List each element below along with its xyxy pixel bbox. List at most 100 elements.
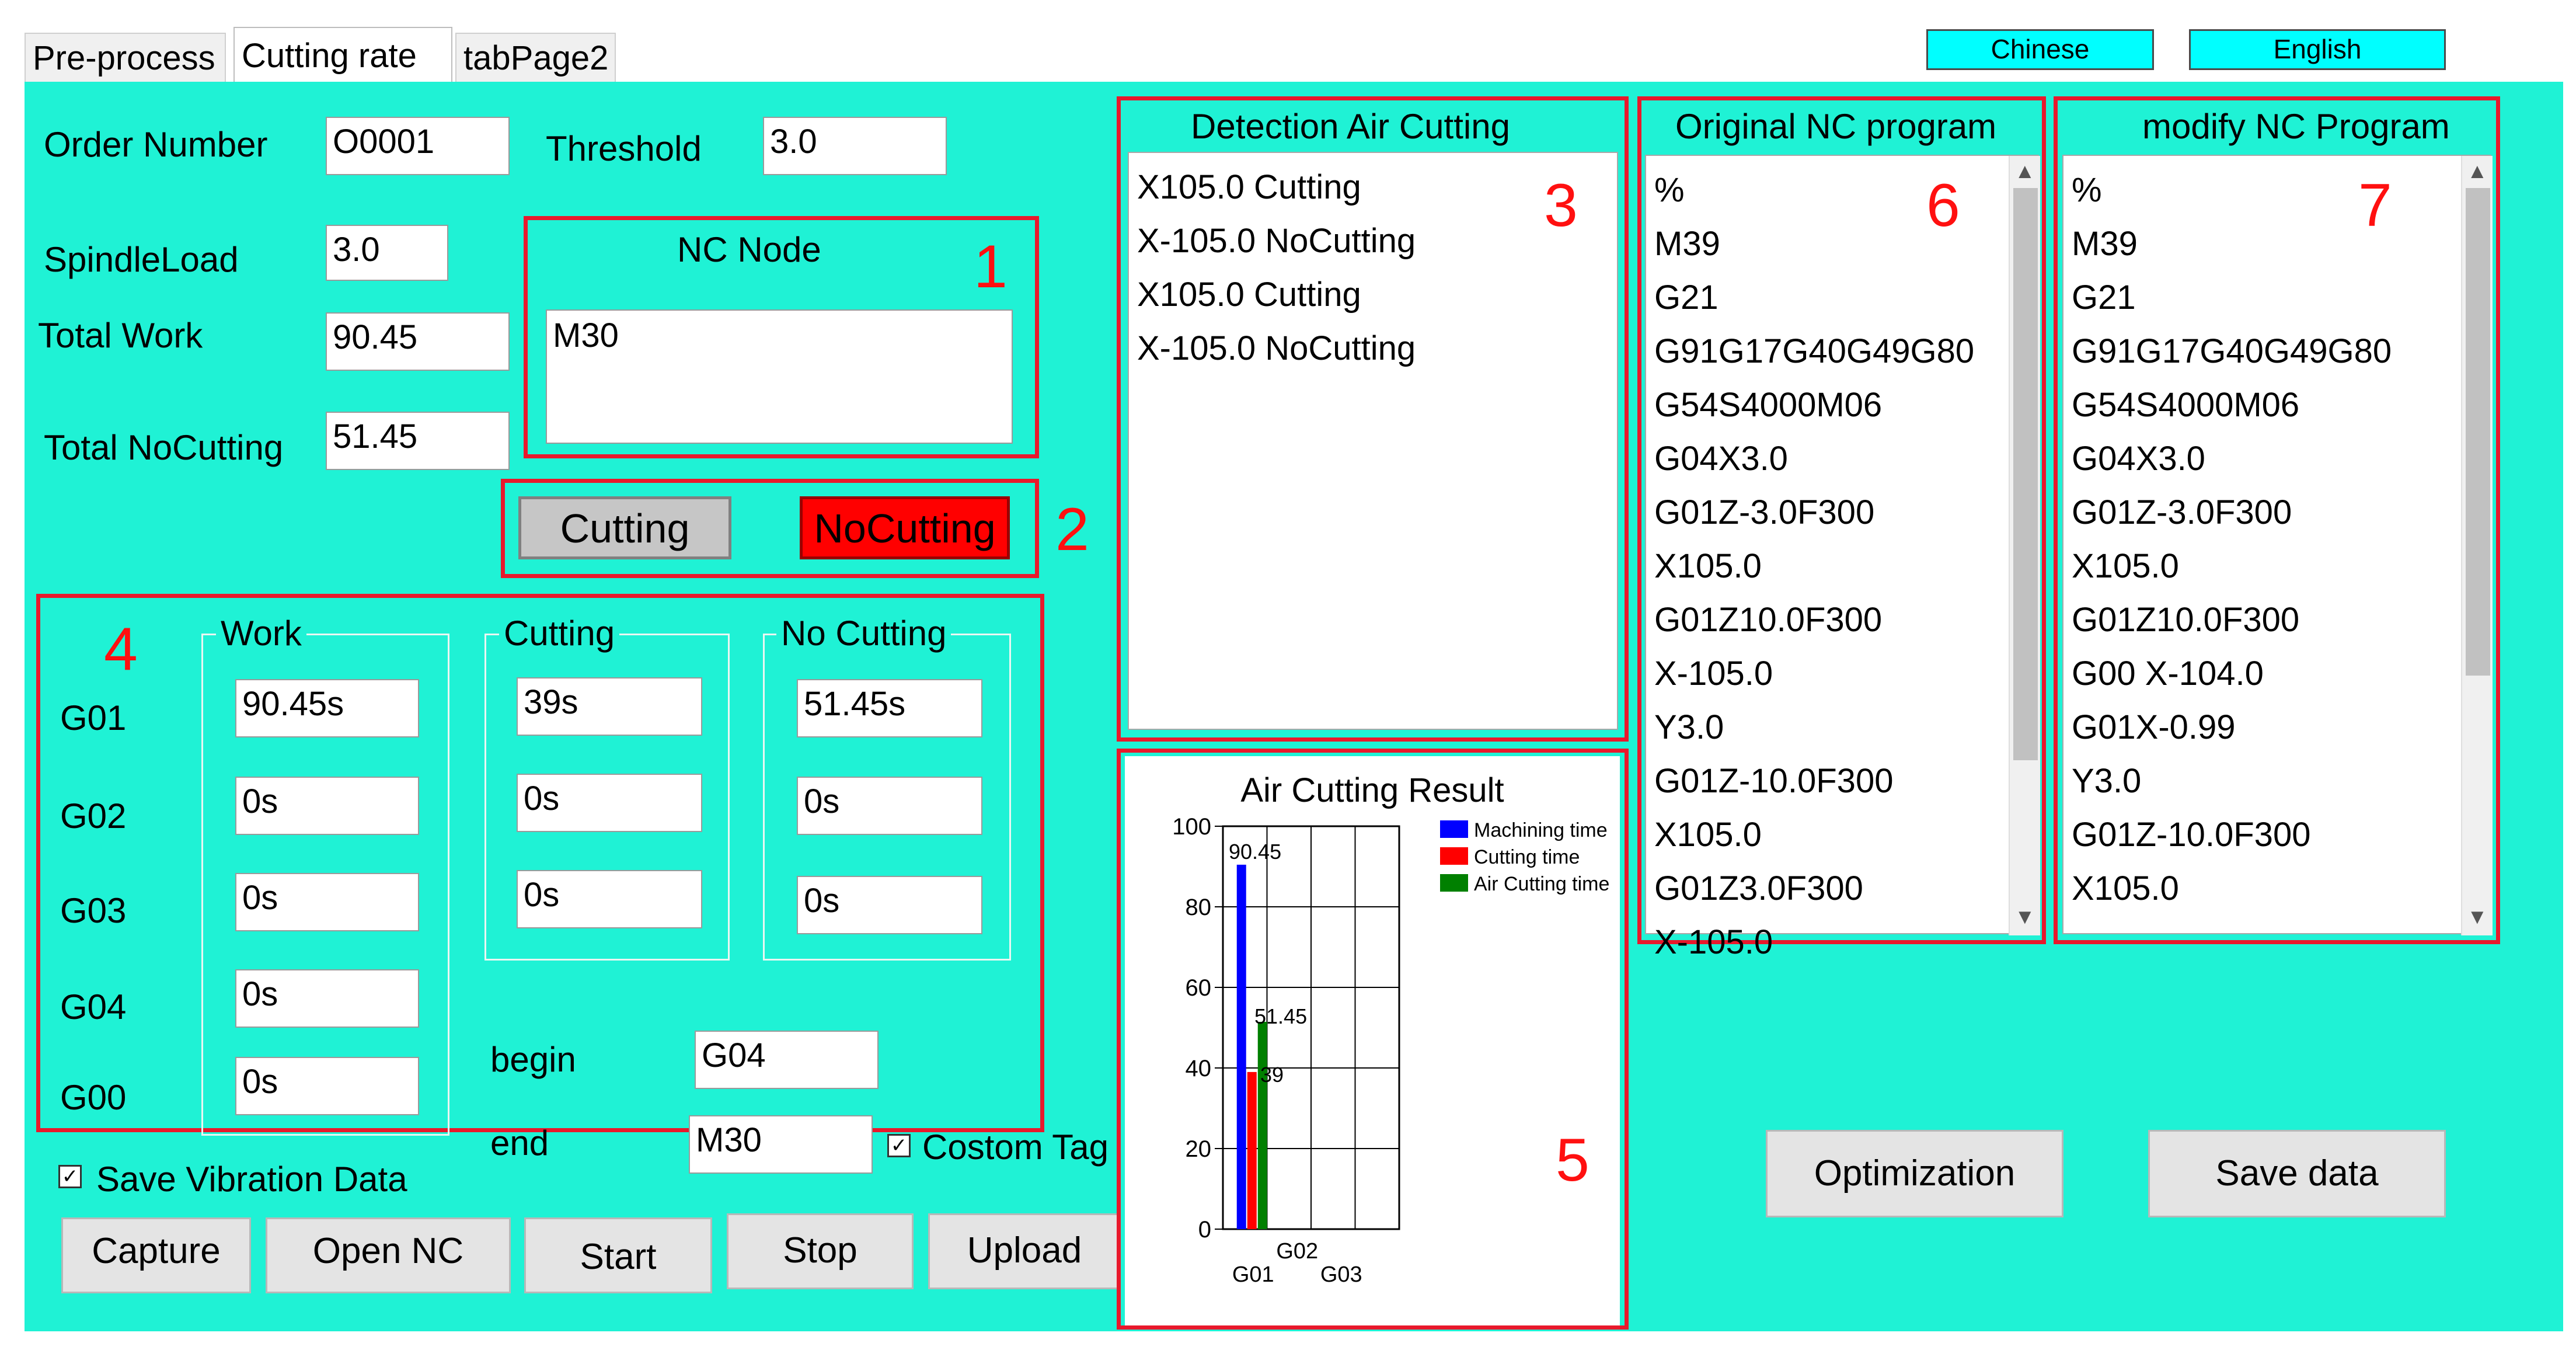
scroll-up-icon[interactable]: ▲ <box>2467 159 2488 183</box>
annotation-box-6 <box>1637 96 2046 944</box>
original-nc-line: G54S4000M06 <box>1654 386 1883 424</box>
modified-nc-line: G91G17G40G49G80 <box>2072 332 2392 370</box>
g01-nocutting-input[interactable]: 51.45s <box>797 679 982 737</box>
original-nc-line: X-105.0 <box>1654 655 1773 693</box>
g04-label: G04 <box>60 987 127 1027</box>
modified-nc-line: Y3.0 <box>2072 762 2142 800</box>
data-label: 39 <box>1260 1063 1284 1087</box>
modified-nc-line: G54S4000M06 <box>2072 386 2300 424</box>
y-tick-label: 80 <box>1186 895 1212 920</box>
g01-cutting-input[interactable]: 39s <box>517 677 702 736</box>
modified-nc-line: G01X-0.99 <box>2072 708 2236 746</box>
detection-list[interactable]: X105.0 Cutting X-105.0 NoCutting X105.0 … <box>1128 152 1618 730</box>
chinese-button[interactable]: Chinese <box>1926 29 2154 70</box>
annotation-box-3 <box>1117 96 1629 742</box>
open-nc-button[interactable]: Open NC <box>266 1217 511 1293</box>
work-group <box>201 634 449 1136</box>
threshold-input[interactable]: 3.0 <box>763 117 947 175</box>
y-tick-label: 40 <box>1186 1056 1212 1081</box>
modified-nc-line: G00 X-104.0 <box>2072 655 2264 693</box>
legend-entry: Air Cutting time <box>1474 873 1609 895</box>
original-nc-line: G01Z-3.0F300 <box>1654 493 1875 531</box>
save-vibration-checkbox[interactable]: ✓ <box>58 1165 82 1188</box>
scroll-down-icon[interactable]: ▼ <box>2014 904 2035 928</box>
g02-work-input[interactable]: 0s <box>235 777 419 835</box>
g03-cutting-input[interactable]: 0s <box>517 870 702 928</box>
nc-node-textarea[interactable]: M30 <box>546 309 1013 444</box>
legend-entry: Cutting time <box>1474 846 1580 868</box>
annotation-box-4 <box>36 594 1044 1132</box>
marker-5: 5 <box>1556 1126 1589 1194</box>
scroll-down-icon[interactable]: ▼ <box>2467 904 2488 928</box>
modified-nc-line: G21 <box>2072 279 2136 316</box>
detection-line: X105.0 Cutting <box>1137 168 1361 206</box>
annotation-box-5 <box>1117 749 1629 1330</box>
start-button[interactable]: Start <box>524 1217 712 1293</box>
data-label: 51.45 <box>1254 1004 1307 1028</box>
original-nc-line: X-105.0 <box>1654 923 1773 961</box>
original-nc-scrollbar[interactable]: ▲ ▼ <box>2009 156 2040 935</box>
legend-swatch <box>1440 847 1468 865</box>
g02-cutting-input[interactable]: 0s <box>517 774 702 832</box>
tab-tabpage2[interactable]: tabPage2 <box>455 33 616 82</box>
scroll-thumb[interactable] <box>2013 188 2038 760</box>
custom-tag-label: Costom Tag <box>922 1128 1109 1167</box>
original-nc-line: M39 <box>1654 225 1720 263</box>
total-work-input[interactable]: 90.45 <box>326 312 510 371</box>
tab-cutting-rate[interactable]: Cutting rate <box>233 27 452 83</box>
custom-tag-checkbox[interactable]: ✓ <box>887 1134 911 1157</box>
g00-work-input[interactable]: 0s <box>235 1057 419 1115</box>
upload-button[interactable]: Upload <box>928 1213 1121 1289</box>
scroll-up-icon[interactable]: ▲ <box>2014 159 2035 183</box>
modified-nc-line: G01Z10.0F300 <box>2072 601 2300 639</box>
g04-work-input[interactable]: 0s <box>235 969 419 1028</box>
g03-nocutting-input[interactable]: 0s <box>797 876 982 934</box>
g02-nocutting-input[interactable]: 0s <box>797 777 982 835</box>
g01-work-input[interactable]: 90.45s <box>235 679 419 737</box>
english-button[interactable]: English <box>2189 29 2446 70</box>
nocutting-button[interactable]: NoCutting <box>800 496 1010 559</box>
y-tick-label: 60 <box>1186 975 1212 1001</box>
modified-nc-line: X105.0 <box>2072 869 2179 907</box>
order-number-input[interactable]: O0001 <box>326 117 510 175</box>
save-vibration-label: Save Vibration Data <box>96 1160 407 1199</box>
marker-4: 4 <box>104 615 138 683</box>
original-nc-line: G21 <box>1654 279 1719 316</box>
original-nc-line: Y3.0 <box>1654 708 1724 746</box>
original-nc-line: G01Z3.0F300 <box>1654 869 1863 907</box>
save-data-button[interactable]: Save data <box>2148 1130 2446 1217</box>
original-nc-line: G01Z-10.0F300 <box>1654 762 1894 800</box>
legend-swatch <box>1440 874 1468 892</box>
modified-nc-title: modify NC Program <box>2142 107 2450 146</box>
annotation-box-7 <box>2054 96 2500 944</box>
marker-7: 7 <box>2358 172 2392 239</box>
total-nocutting-input[interactable]: 51.45 <box>326 412 510 470</box>
g03-work-input[interactable]: 0s <box>235 873 419 931</box>
end-input[interactable]: M30 <box>689 1115 873 1174</box>
order-number-label: Order Number <box>44 125 268 164</box>
modified-nc-line: M39 <box>2072 225 2138 263</box>
nc-node-title: NC Node <box>677 230 821 269</box>
scroll-thumb[interactable] <box>2466 188 2490 676</box>
tab-pre-process[interactable]: Pre-process <box>25 33 226 82</box>
cutting-button[interactable]: Cutting <box>518 496 731 559</box>
air-cutting-chart: Air Cutting Result020406080100G01G02G039… <box>1172 771 1609 1287</box>
detection-line: X105.0 Cutting <box>1137 276 1361 314</box>
modified-nc-line: % <box>2072 171 2102 209</box>
optimization-button[interactable]: Optimization <box>1766 1130 2063 1217</box>
bar-cutting-time <box>1247 1071 1257 1229</box>
stop-button[interactable]: Stop <box>727 1213 914 1289</box>
x-tick-label: G02 <box>1276 1239 1318 1264</box>
modified-nc-line: G01Z-3.0F300 <box>2072 493 2292 531</box>
spindle-load-input[interactable]: 3.0 <box>326 225 448 281</box>
capture-button[interactable]: Capture <box>61 1217 251 1293</box>
original-nc-line: % <box>1654 171 1685 209</box>
begin-input[interactable]: G04 <box>695 1031 879 1089</box>
detection-title: Detection Air Cutting <box>1191 107 1510 146</box>
modified-nc-scrollbar[interactable]: ▲ ▼ <box>2461 156 2493 935</box>
total-nocutting-label: Total NoCutting <box>44 428 284 467</box>
